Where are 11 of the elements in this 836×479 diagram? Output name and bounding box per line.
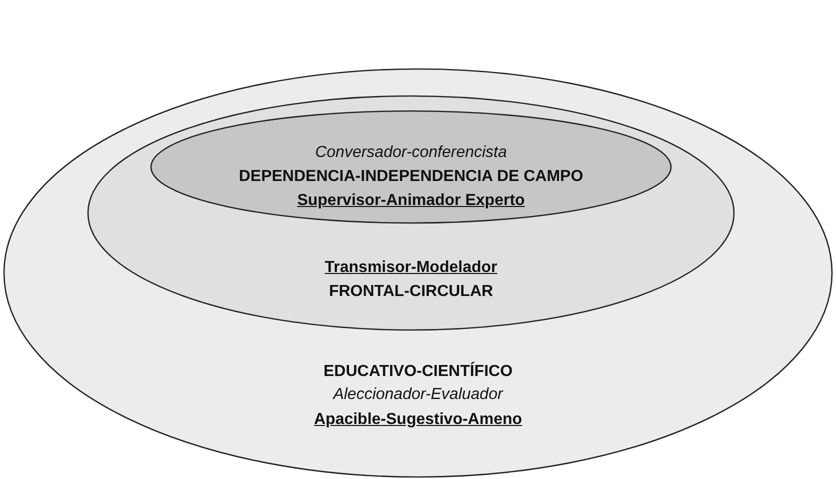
- style-label: Aleccionador-Evaluador: [333, 385, 503, 404]
- style-label: Apacible-Sugestivo-Ameno: [314, 410, 522, 429]
- style-label: FRONTAL-CIRCULAR: [328, 282, 494, 301]
- ellipse-region: [87, 95, 735, 331]
- style-label: DEPENDENCIA-INDEPENDENCIA DE CAMPO: [238, 167, 584, 186]
- ellipse-region: [150, 110, 672, 224]
- style-label: Transmisor-Modelador: [324, 258, 498, 277]
- style-label: EDUCATIVO-CIENTÍFICO: [323, 362, 513, 381]
- ellipse-region: [3, 68, 833, 478]
- style-label: Conversador-conferencista: [315, 143, 507, 162]
- style-label: Supervisor-Animador Experto: [297, 191, 525, 210]
